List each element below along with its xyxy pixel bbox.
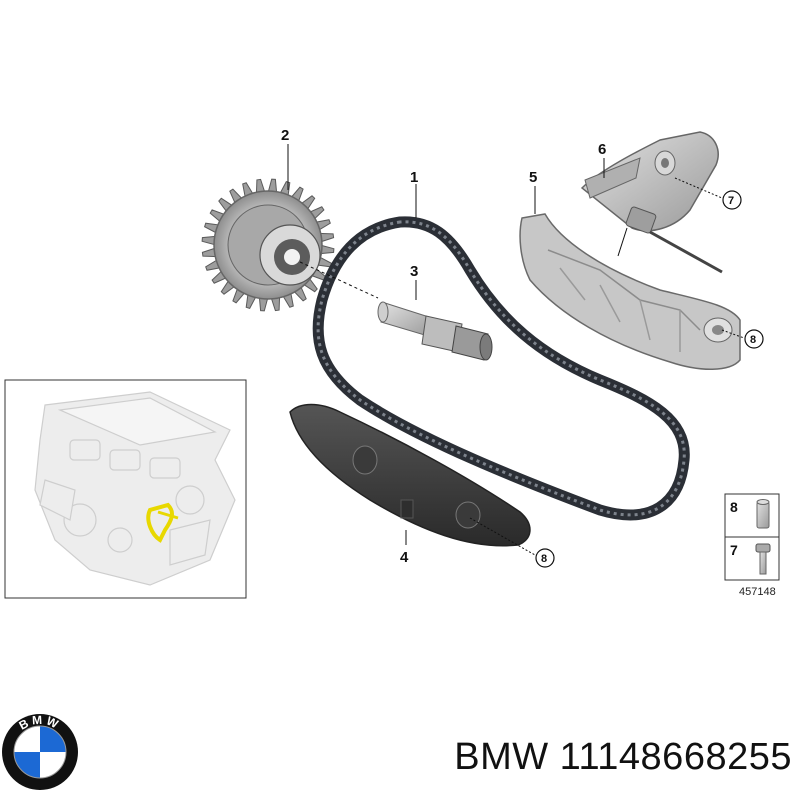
callout-8-b: 8 (541, 553, 547, 565)
callout-6: 6 (598, 141, 606, 158)
circled-callout-8-tensioner-rail: 8 (744, 329, 764, 349)
svg-text:BMW: BMW (17, 713, 64, 733)
chain-tensioner (580, 131, 723, 274)
callout-1: 1 (410, 169, 418, 186)
callout-7: 7 (728, 195, 734, 207)
bmw-logo: BMW (2, 713, 78, 790)
diagram-reference-code: 457148 (739, 586, 776, 598)
part-caption: BMW 11148668255 (412, 736, 792, 779)
bolt-icon (755, 543, 771, 575)
chain-guide-rail (289, 403, 531, 547)
fastener-legend: 8 7 457148 (724, 493, 780, 598)
callout-2: 2 (281, 127, 289, 144)
logo-lettering: BMW (17, 713, 61, 733)
callout-8-a: 8 (750, 334, 756, 346)
highlighted-chain-location (146, 502, 174, 543)
leader-lines (287, 144, 745, 556)
callout-5: 5 (529, 169, 537, 186)
callout-3: 3 (410, 263, 418, 280)
legend-7: 7 (730, 542, 738, 558)
sleeve-icon (756, 499, 770, 529)
sprocket-bolt (377, 301, 493, 361)
camshaft-sprocket (201, 178, 335, 312)
part-number: 11148668255 (559, 736, 792, 778)
legend-8: 8 (730, 499, 738, 515)
circled-callout-7: 7 (722, 190, 742, 210)
engine-inset (4, 379, 247, 599)
brand-name: BMW (454, 736, 549, 778)
circled-callout-8-guide-rail: 8 (535, 548, 555, 568)
timing-chain (312, 216, 690, 521)
tensioner-rail (519, 213, 741, 370)
callout-4: 4 (400, 549, 409, 566)
